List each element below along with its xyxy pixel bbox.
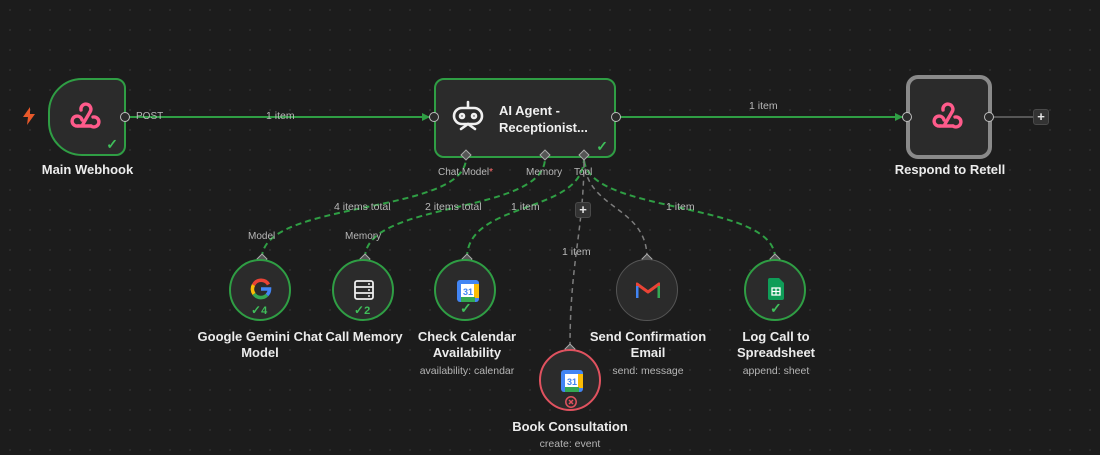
check-icon: ✓ — [106, 136, 118, 152]
input-handle[interactable] — [902, 112, 912, 122]
book-consultation-node[interactable]: 31 — [539, 349, 601, 411]
node-label: Check Calendar Availability — [405, 329, 529, 361]
ai-agent-node[interactable]: AI Agent - Receptionist... ✓ — [434, 78, 616, 158]
node-label: Respond to Retell — [894, 162, 1006, 177]
node-subtitle: availability: calendar — [419, 365, 515, 377]
google-calendar-icon: 31 — [561, 370, 583, 397]
execution-count: 4 — [261, 305, 268, 317]
google-calendar-icon: 31 — [457, 280, 479, 307]
edge-item-count: 4 items total — [334, 201, 391, 213]
gmail-icon — [635, 281, 661, 304]
edge-item-count: 1 item — [511, 201, 540, 213]
edge-item-count: 1 item — [666, 201, 695, 213]
check-icon: ✓ — [460, 300, 472, 316]
check-calendar-node[interactable]: 31 ✓ — [434, 259, 496, 321]
input-handle[interactable] — [429, 112, 439, 122]
node-label: Send Confirmation Email — [580, 329, 716, 361]
check-icon: ✓4 — [251, 303, 268, 317]
label-line2: Model — [241, 345, 279, 360]
node-label: Main Webhook — [41, 162, 134, 177]
edge-item-count: 1 item — [749, 100, 778, 112]
call-memory-node[interactable]: ✓2 — [332, 259, 394, 321]
memory-port-label: Memory — [526, 167, 563, 178]
add-node-button[interactable]: + — [1033, 109, 1049, 125]
label-line1: Check Calendar — [417, 329, 517, 344]
execution-count: 2 — [364, 305, 371, 317]
label-line1: Send Confirmation — [589, 329, 707, 344]
node-label: Google Gemini Chat Model — [190, 329, 330, 361]
output-label: POST — [136, 111, 164, 122]
output-handle[interactable] — [984, 112, 994, 122]
wire-calendar-to-agent — [466, 157, 585, 259]
google-sheets-icon — [768, 278, 784, 305]
svg-text:31: 31 — [567, 377, 577, 387]
label-line2: Availability — [432, 345, 502, 360]
main-webhook-node[interactable]: ✓ — [48, 78, 126, 156]
label-line1: Log Call to — [742, 329, 810, 344]
wire-sheet-to-agent — [583, 157, 776, 259]
agent-title-line2: Receptionist... — [499, 120, 588, 135]
check-icon: ✓ — [596, 138, 608, 154]
wire-book-to-agent — [569, 157, 585, 348]
required-marker: * — [489, 167, 494, 178]
output-handle[interactable] — [120, 112, 130, 122]
check-icon: ✓ — [770, 300, 782, 316]
log-call-node[interactable]: ✓ — [744, 259, 806, 321]
google-g-icon — [250, 278, 272, 305]
node-subtitle: append: sheet — [742, 365, 810, 377]
output-handle[interactable] — [611, 112, 621, 122]
webhook-icon — [69, 101, 105, 140]
label-line2: Email — [630, 345, 666, 360]
edge-item-count: 1 item — [266, 110, 295, 122]
webhook-icon — [931, 101, 967, 140]
add-tool-button[interactable]: + — [575, 202, 591, 218]
send-email-node[interactable] — [616, 259, 678, 321]
wire-arrow — [422, 113, 430, 121]
model-port-label: Model — [248, 231, 276, 242]
label-line1: Google Gemini Chat — [197, 329, 323, 344]
label-line2: Spreadsheet — [736, 345, 816, 360]
node-label: Book Consultation — [512, 419, 628, 434]
memory-port-label: Memory — [345, 231, 382, 242]
svg-text:31: 31 — [463, 287, 473, 297]
wire-gmail-to-agent — [583, 157, 648, 259]
lightning-bolt-icon — [22, 107, 36, 129]
respond-to-retell-node[interactable] — [906, 75, 992, 159]
wire-arrow — [895, 113, 903, 121]
tool-port-label: Tool — [574, 167, 593, 178]
port-label-text: Chat Model — [438, 167, 490, 178]
node-subtitle: send: message — [612, 365, 684, 377]
check-icon: ✓2 — [354, 303, 371, 317]
chat-model-port-label: Chat Model* — [438, 167, 493, 178]
node-subtitle: create: event — [539, 438, 601, 450]
wire-gemini-to-agent — [261, 157, 467, 259]
robot-icon — [451, 100, 485, 139]
database-icon — [354, 280, 374, 305]
edge-item-count: 2 items total — [425, 201, 482, 213]
google-gemini-node[interactable]: ✓4 — [229, 259, 291, 321]
wire-memory-to-agent — [364, 157, 546, 259]
node-label: Call Memory — [325, 329, 403, 344]
agent-title-line1: AI Agent - — [499, 103, 560, 118]
node-label: Log Call to Spreadsheet — [715, 329, 837, 361]
error-x-icon — [565, 395, 577, 413]
edge-item-count: 1 item — [562, 246, 591, 258]
